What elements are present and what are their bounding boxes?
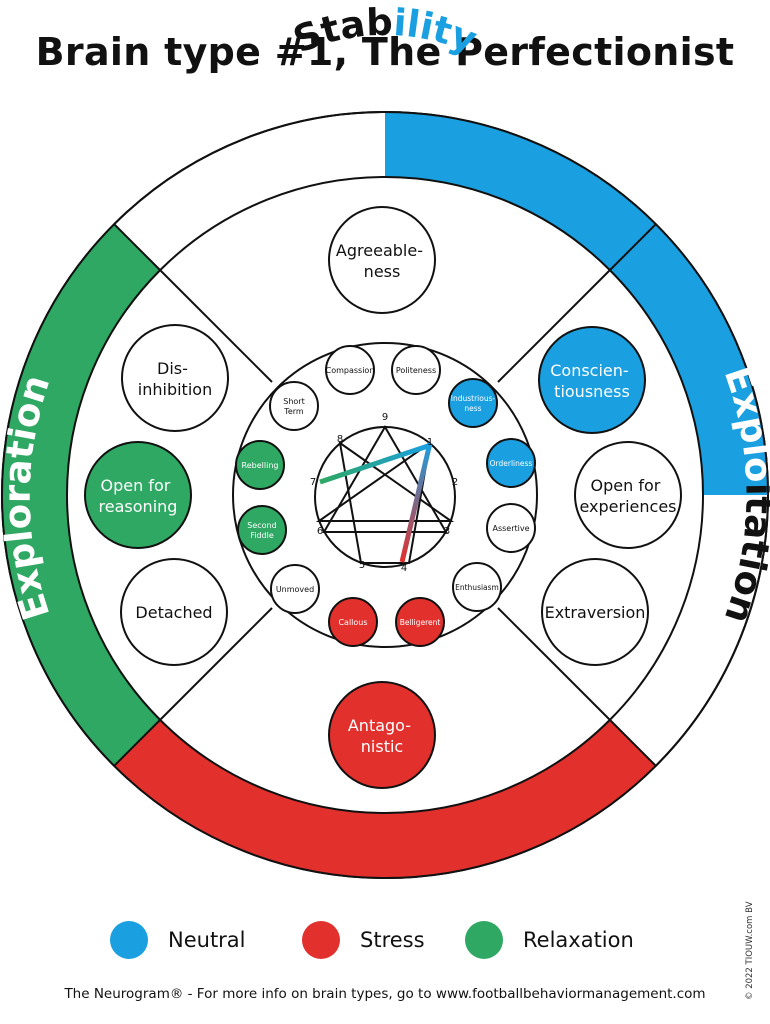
number-2: 2	[452, 477, 458, 488]
svg-text:Unmoved: Unmoved	[276, 585, 314, 594]
enneagram-hexad	[315, 440, 455, 564]
number-8: 8	[337, 434, 343, 445]
trait-detached-label: Detached	[135, 603, 212, 622]
svg-text:Industrious-ness: Industrious-ness	[451, 394, 496, 413]
legend-relaxation-label: Relaxation	[523, 928, 634, 952]
trait-disinhibition: Dis- inhibition	[121, 324, 229, 432]
enneagram-triangle	[322, 425, 448, 533]
separator-nw	[113, 223, 161, 271]
relaxation-dot	[465, 921, 503, 959]
trait-conscientiousness: Conscien- tiousness	[538, 326, 646, 434]
facet-assertive: Assertive	[486, 503, 536, 553]
separator-se	[609, 719, 657, 767]
diagonal-sw	[159, 607, 273, 721]
diagonal-nw	[159, 269, 273, 383]
band-bottom	[114, 720, 656, 879]
legend-neutral: Neutral	[110, 920, 246, 960]
relaxation-line	[319, 443, 429, 485]
number-6: 6	[317, 526, 323, 537]
diagonal-se	[497, 607, 611, 721]
svg-text:Belligerent: Belligerent	[400, 618, 441, 627]
enneagram-numbers: 9 1 2 3 4 5 6 7 8	[310, 412, 458, 574]
trait-open-for-reasoning: Open for reasoning	[84, 441, 192, 549]
facet-enthusiasm: Enthusiasm	[452, 562, 502, 612]
stress-line	[399, 442, 433, 563]
legend-stress: Stress	[302, 920, 425, 960]
number-7: 7	[310, 477, 316, 488]
legend-stress-label: Stress	[360, 928, 425, 952]
band-top-right	[385, 111, 656, 270]
trait-agreeableness: Agreeable- ness	[328, 206, 436, 314]
stress-dot	[302, 921, 340, 959]
trait-open-for-reasoning-label: Open for reasoning	[99, 476, 178, 516]
footer-text: The Neurogram® - For more info on brain …	[64, 986, 706, 1002]
separator-sw	[113, 719, 161, 767]
number-5: 5	[359, 560, 365, 571]
facet-politeness: Politeness	[391, 345, 441, 395]
trait-open-for-experiences: Open for experiences	[574, 441, 682, 549]
svg-text:Politeness: Politeness	[396, 366, 436, 375]
facet-unmoved: Unmoved	[270, 564, 320, 614]
diagonal-ne	[497, 269, 611, 383]
page-title: Brain type #1, The Perfectionist	[35, 30, 735, 74]
legend-neutral-label: Neutral	[168, 928, 246, 952]
band-inner-circle	[66, 176, 704, 814]
neutral-dot	[110, 921, 148, 959]
svg-text:Compassion: Compassion	[326, 366, 375, 375]
facet-belligerent: Belligerent	[395, 597, 445, 647]
svg-text:Enthusiasm: Enthusiasm	[455, 583, 499, 592]
svg-text:Rebelling: Rebelling	[242, 461, 279, 470]
trait-agreeableness-label: Agreeable- ness	[336, 241, 428, 281]
svg-text:Assertive: Assertive	[492, 524, 529, 533]
trait-extraversion-label: Extraversion	[545, 603, 646, 622]
trait-detached: Detached	[120, 558, 228, 666]
number-1: 1	[427, 437, 433, 448]
number-9: 9	[382, 412, 388, 423]
svg-text:Orderliness: Orderliness	[490, 459, 533, 468]
trait-extraversion: Extraversion	[541, 558, 649, 666]
band-right-top	[610, 224, 769, 495]
facet-industriousness: Industrious-ness	[448, 378, 498, 428]
legend-relaxation: Relaxation	[465, 920, 634, 960]
number-3: 3	[444, 526, 450, 537]
band-left	[1, 224, 161, 766]
number-4: 4	[401, 563, 407, 574]
outer-circle-border	[1, 111, 769, 879]
copyright: © 2022 TIOUW.com BV	[745, 901, 755, 1000]
facet-compassion: Compassion	[325, 345, 375, 395]
facet-orderliness: Orderliness	[486, 438, 536, 488]
svg-text:Callous: Callous	[338, 618, 367, 627]
enneagram-circle	[314, 426, 456, 568]
trait-conscientiousness-label: Conscien- tiousness	[550, 361, 634, 401]
facet-rebelling: Rebelling	[235, 440, 285, 490]
facet-callous: Callous	[328, 597, 378, 647]
separator-ne	[609, 223, 657, 271]
trait-antagonistic: Antago- nistic	[328, 681, 436, 789]
ring-label-stability: Stability	[288, 1, 483, 62]
trait-open-for-experiences-label: Open for experiences	[579, 476, 676, 516]
trait-antagonistic-label: Antago- nistic	[348, 716, 416, 756]
trait-disinhibition-label: Dis- inhibition	[138, 359, 212, 399]
